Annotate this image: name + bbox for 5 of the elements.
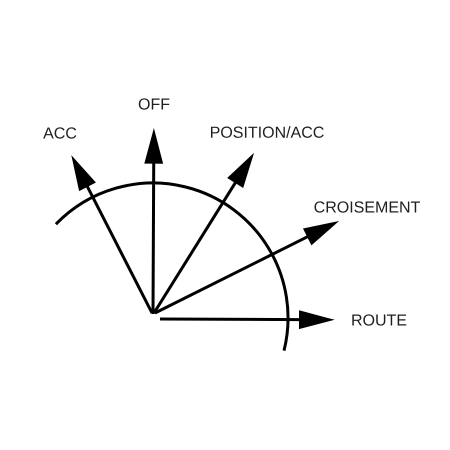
position-label: OFF: [138, 98, 170, 110]
position-label: POSITION/ACC: [210, 126, 324, 138]
position-label: CROISEMENT: [314, 201, 420, 213]
position-label: ACC: [43, 127, 76, 139]
position-label: ROUTE: [352, 314, 406, 326]
